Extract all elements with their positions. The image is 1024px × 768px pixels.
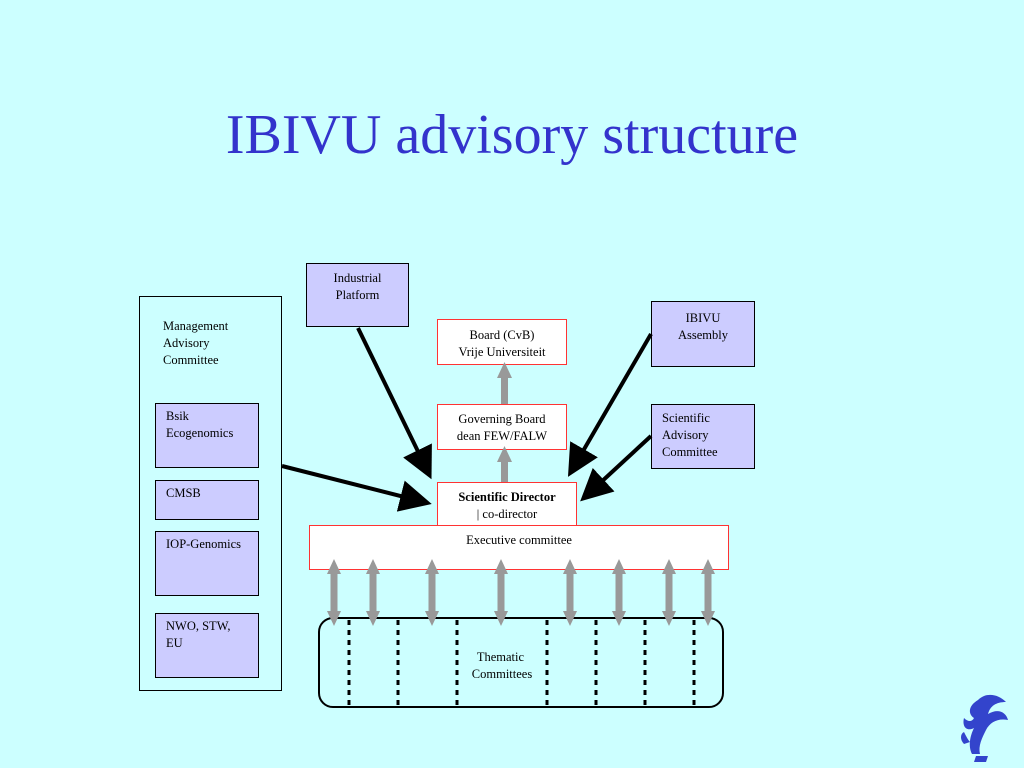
director-line1: Scientific Director [458,490,556,504]
double-arrow-2 [366,559,380,626]
bsik-ecogenomics-box: Bsik Ecogenomics [155,403,259,468]
arrow-industrial-to-director [356,327,432,480]
director-line2: | co-director [476,507,538,521]
cmsb-box: CMSB [155,480,259,520]
scientific-director-box: Scientific Director | co-director [437,482,577,526]
griffin-logo-icon [961,694,1008,762]
board-cvb-box: Board (CvB) Vrije Universiteit [437,319,567,365]
double-arrow-7 [662,559,676,626]
double-arrow-5 [563,559,577,626]
double-arrow-1 [327,559,341,626]
arrow-management-to-director [281,464,432,512]
double-arrow-8 [701,559,715,626]
governing-board-box: Governing Board dean FEW/FALW [437,404,567,450]
arrow-sac-to-director [580,434,653,502]
grey-double-arrows [327,559,715,626]
thematic-dividers [347,620,696,705]
grey-up-arrows [497,362,512,482]
double-arrow-6 [612,559,626,626]
arrow-assembly-to-director [567,332,653,477]
governing-line1: Governing Board [458,412,546,426]
industrial-platform-box: Industrial Platform [306,263,409,327]
governing-line2: dean FEW/FALW [456,429,548,443]
board-line2: Vrije Universiteit [458,345,546,359]
ibivu-assembly-box: IBIVU Assembly [651,301,755,367]
thematic-committees-label: Thematic Committees [472,650,533,681]
double-arrow-3 [425,559,439,626]
double-arrow-4 [494,559,508,626]
scientific-advisory-committee-box: Scientific Advisory Committee [651,404,755,469]
slide-title: IBIVU advisory structure [225,104,799,166]
management-advisory-committee-label: Management Advisory Committee [163,319,229,367]
nwo-stw-eu-box: NWO, STW, EU [155,613,259,678]
iop-genomics-box: IOP-Genomics [155,531,259,596]
executive-committee-box: Executive committee [309,525,729,570]
board-line1: Board (CvB) [469,328,535,342]
black-arrows [281,327,653,512]
thematic-committees-container [318,617,724,708]
